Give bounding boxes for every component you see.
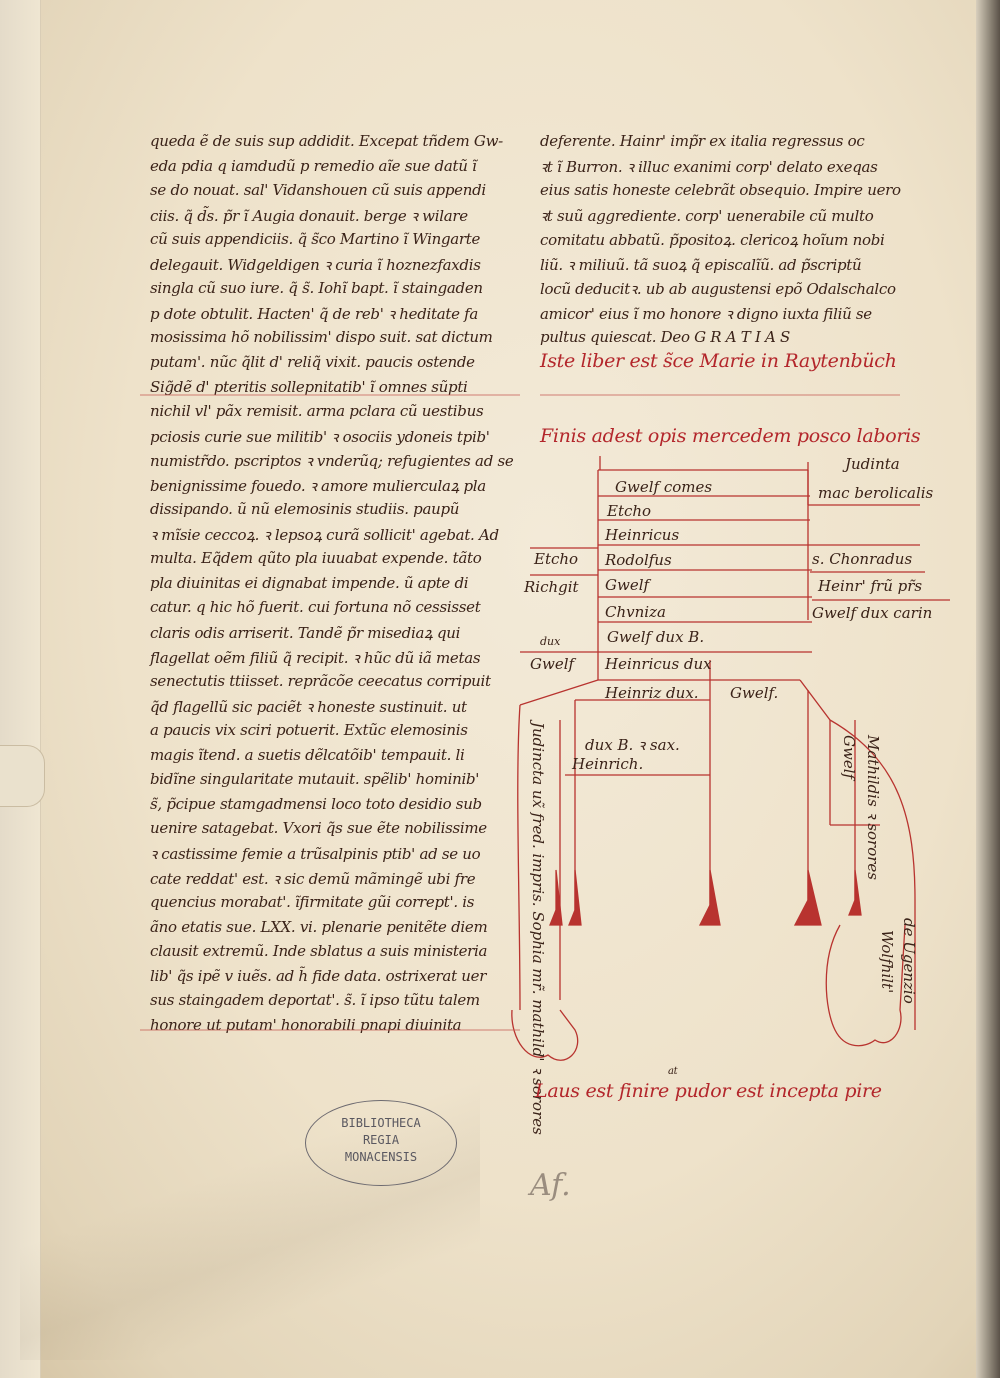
tree-side-gwelf-dux-carin: Gwelf dux carin (812, 604, 933, 622)
left-column-line: flagellat oẽm filiũ q̃ recipit. ꝛ hũc dũ… (150, 648, 481, 667)
left-column-line: lib' q̃s ipẽ v iuẽs. ad h̃ fide data. os… (150, 966, 487, 985)
left-column-line: magis ĩtend. a suetis dẽlcatõib' tempaui… (150, 745, 465, 764)
left-column-line: nichil vl' pãx remisit. arma pclara cũ u… (150, 402, 484, 421)
tree-node-heinriz-dux: Heinriz dux. (605, 684, 699, 702)
left-column-line: benignissime fouedo. ꝛ amore mulierculaꝝ… (150, 476, 486, 495)
page-edge-shadow (976, 0, 1000, 1378)
tree-node-gwelf-comes: Gwelf comes (615, 478, 713, 496)
left-column-line: uenire satagebat. Vxori q̃s sue ẽte nobi… (150, 819, 487, 838)
colophon-bottom: Laus est finire pudor est incepta pire (535, 1080, 882, 1102)
left-column-line: dissipando. ũ nũ elemosinis studiis. pau… (150, 500, 460, 519)
stamp-line-3: MONACENSIS (344, 1150, 418, 1164)
left-column-line: q̃d flagellũ sic paciẽt ꝛ honeste sustin… (150, 697, 467, 716)
tree-node-gwelf: Gwelf (605, 576, 650, 594)
tree-side-dux-note: dux (540, 635, 561, 648)
left-column-line: honore ut putam' honorabili pnapi diuini… (150, 1015, 462, 1034)
left-column-line: quencius morabat'. ĩfirmitate gũi correp… (150, 893, 475, 912)
tree-label-dux-b-sax: dux B. ꝛ sax. (585, 736, 680, 754)
right-column-line: eius satis honeste celebrãt obsequio. Im… (540, 181, 901, 199)
tree-side-chonradus: s. Chonradus (812, 550, 913, 568)
left-column-line: pciosis curie sue militib' ꝛ osociis ydo… (150, 427, 490, 446)
tree-side-mac-berolicalis: mac berolicalis (818, 484, 934, 502)
left-column-line: putam'. nũc q̃lit d' reliq̃ vixit. pauci… (150, 352, 475, 371)
tree-vertical-wolfhilt: Wolfhilt' (878, 930, 896, 994)
left-column-line: s̃, p̃cipue stamgadmensi loco toto desid… (150, 794, 482, 813)
left-column-line: mosissima hõ nobilissim' dispo suit. sat… (150, 328, 493, 347)
left-column-line: cũ suis appendiciis. q̃ s̃co Martino ĩ W… (150, 230, 481, 249)
left-column-line: singla cũ suo iure. q̃ s̃. Iohĩ bapt. ĩ … (150, 279, 483, 298)
tree-vertical-de-ugenzio: de Ugenzio (900, 918, 918, 1004)
left-column-line: queda ẽ de suis sup addidit. Excepat tñd… (150, 132, 503, 150)
tree-node-chvniza: Chvniza (605, 603, 666, 621)
stamp-line-2: REGIA (362, 1133, 400, 1147)
right-column-line: ꝛt ĩ Burron. ꝛ illuc exanimi corp' delat… (540, 157, 878, 176)
tree-side-richgit: Richgit (524, 578, 579, 596)
colophon-top: Finis adest opis mercedem posco laboris (540, 425, 921, 447)
left-column-line: se do nouat. sal' Vidanshouen cũ suis ap… (150, 181, 486, 200)
tree-side-heinr: Heinr' frũ pr̃s (818, 577, 923, 595)
left-column-line: bidĩne singularitate mutauit. spẽlib' ho… (150, 770, 480, 789)
tree-node-etcho: Etcho (607, 502, 652, 520)
tree-node-heinricus: Heinricus (605, 526, 680, 544)
left-column-line: multa. Eq̃dem qũto pla iuuabat expende. … (150, 549, 482, 568)
right-column-line: pultus quiescat. Deo G R A T I A S (540, 328, 791, 346)
colophon-interlinear: at (668, 1066, 678, 1077)
stamp-line-1: BIBLIOTHECA (341, 1116, 421, 1130)
tree-node-rodolfus: Rodolfus (605, 551, 672, 569)
tree-vertical-mathildis: Mathildis ꝛ sorores (864, 735, 882, 881)
tree-side-judinta: Judinta (845, 455, 900, 473)
library-stamp: BIBLIOTHECA REGIA MONACENSIS (305, 1100, 457, 1186)
right-column-line: amicor' eius ĩ mo honore ꝛ digno iuxta f… (540, 304, 872, 323)
left-column-line: sus staingadem deportat'. s̃. ĩ ipso tũt… (150, 991, 480, 1010)
left-column-line: ꝛ castissime femie a trũsalpinis ptib' a… (150, 844, 481, 863)
tree-vertical-gwelf: Gwelf (840, 735, 858, 780)
right-column-line: ꝛt suũ aggrediente. corp' uenerabile cũ … (540, 206, 874, 225)
left-column-line: p dote obtulit. Hacten' q̃ de reb' ꝛ hed… (150, 304, 479, 323)
left-column-line: clausit extremũ. Inde sblatus a suis min… (150, 942, 488, 961)
left-column-line: eda pdia q iamdudũ p remedio aĩe sue dat… (150, 156, 477, 175)
left-column-line: Sig̃dẽ d' pteritis sollepnitatib' ĩ omne… (150, 377, 468, 396)
right-column-line: locũ deducitꝛ. ub ab augustensi epõ Odal… (540, 280, 896, 298)
tree-side-gwelf: Gwelf (530, 655, 575, 673)
right-column-line: liũ. ꝛ miliuũ. tã suoꝝ q̃ episcalĩũ. ad … (540, 255, 862, 274)
binding-gutter (0, 0, 41, 1378)
left-column-line: ãno etatis sue. LXX. vi. plenarie penitẽ… (150, 917, 488, 936)
tree-side-etcho: Etcho (534, 550, 579, 568)
left-column-line: claris odis arriserit. Tandẽ p̃r misedia… (150, 624, 461, 642)
tree-vertical-judincta: Judincta ux̃ fred. impris. Sophia mr̃. m… (529, 722, 547, 1135)
tree-label-heinrich: Heinrich. (572, 755, 644, 773)
pencil-shelfmark: Af. (530, 1168, 571, 1203)
right-column-line: deferente. Hainr' imp̃r ex italia regres… (540, 132, 865, 150)
page-tab (0, 745, 45, 807)
left-column-line: pla diuinitas ei dignabat impende. ũ apt… (150, 573, 469, 592)
left-column-line: catur. q hic hõ fuerit. cui fortuna nõ c… (150, 598, 481, 617)
left-column-line: delegauit. Widgeldigen ꝛ curia ĩ hoznezf… (150, 255, 481, 274)
left-column-line: numistr̃do. pscriptos ꝛ vnderũq; refugie… (150, 452, 514, 471)
left-column-line: ciis. q̃ d̃s. p̃r ĩ Augia donauit. berge… (150, 206, 468, 225)
left-column-line: senectutis ttiisset. reprãcõe ceecatus c… (150, 672, 491, 691)
tree-node-heinricus-dux: Heinricus dux (605, 655, 712, 673)
left-column-line: cate reddat' est. ꝛ sic demũ mãmingẽ ubi… (150, 869, 476, 888)
left-column-line: ꝛ mĩsie ceccoꝝ. ꝛ lepsoꝝ curã sollicit' … (150, 525, 499, 544)
tree-node-gwelf-bottom: Gwelf. (730, 684, 779, 702)
tree-node-gwelf-dux: Gwelf dux B. (607, 628, 705, 646)
ownership-line: Iste liber est s̃ce Marie in Raytenbüch (540, 350, 897, 372)
right-column-line: comitatu abbatũ. p̃positoꝝ. clericoꝝ hoĩ… (540, 231, 885, 249)
left-column-line: a paucis vix sciri potuerit. Extũc elemo… (150, 721, 468, 740)
